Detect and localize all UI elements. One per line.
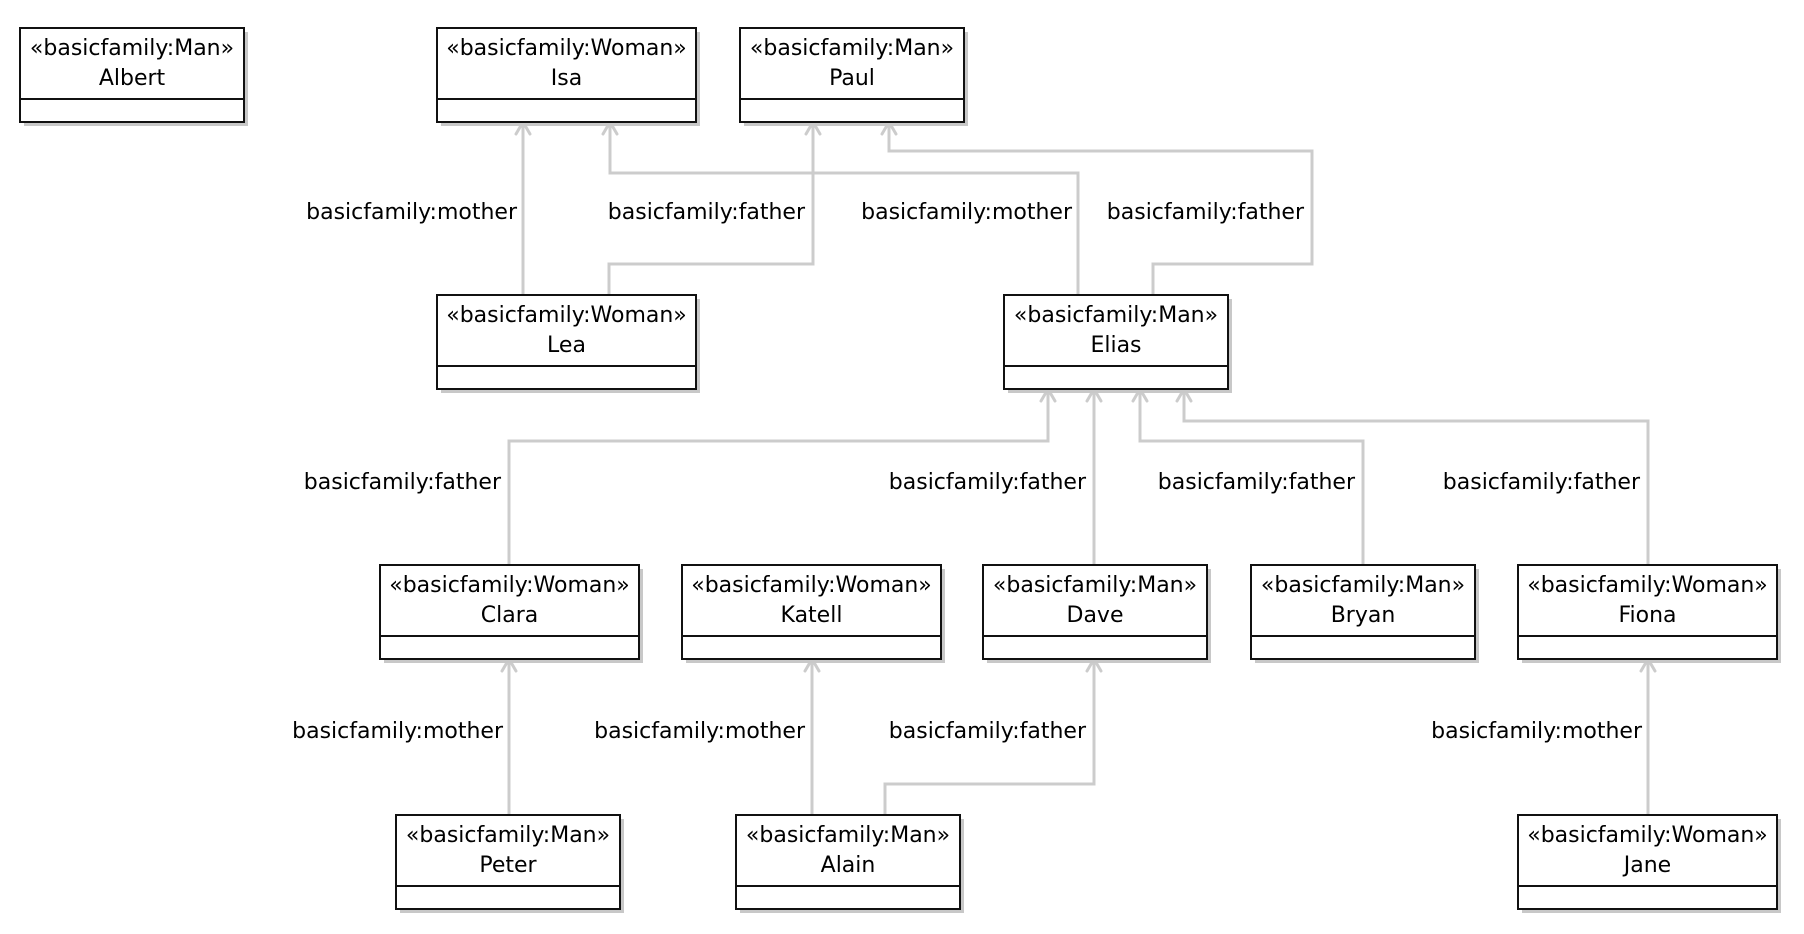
object-stereotype: «basicfamily:Man» [1014,303,1218,328]
relation-lea-to-isa[interactable]: basicfamily:mother [306,120,532,295]
object-name: Dave [1067,603,1124,628]
object-stereotype: «basicfamily:Man» [750,36,954,61]
object-name: Clara [481,603,538,628]
object-box [982,564,1208,660]
object-name: Fiona [1618,603,1676,628]
object-box [1250,564,1476,660]
relation-alain-to-katell[interactable]: basicfamily:mother [594,657,821,815]
object-stereotype: «basicfamily:Woman» [1527,823,1768,848]
relations-layer: basicfamily:mother basicfamily:father basi… [292,120,1657,815]
object-box [681,564,942,660]
relation-line[interactable] [883,659,1096,815]
relation-label: basicfamily:mother [292,719,504,744]
object-box [379,564,640,660]
relation-label: basicfamily:father [608,200,806,225]
object-name: Albert [99,66,166,91]
relation-alain-to-dave[interactable]: basicfamily:father [883,657,1103,815]
object-box [436,27,697,123]
object-name: Jane [1622,853,1671,878]
relation-label: basicfamily:mother [1431,719,1643,744]
object-node-clara[interactable]: «basicfamily:Woman» Clara [379,564,643,663]
relation-line[interactable] [608,122,1080,295]
object-stereotype: «basicfamily:Man» [1261,573,1465,598]
object-box [1517,814,1778,910]
relation-line[interactable] [507,389,1050,565]
object-stereotype: «basicfamily:Woman» [1527,573,1768,598]
relation-label: basicfamily:father [889,719,1087,744]
relation-clara-to-elias[interactable]: basicfamily:father [304,387,1057,565]
relation-bryan-to-elias[interactable]: basicfamily:father [1131,387,1365,565]
relation-jane-to-fiona[interactable]: basicfamily:mother [1431,657,1657,815]
object-node-dave[interactable]: «basicfamily:Man» Dave [982,564,1211,663]
object-node-alain[interactable]: «basicfamily:Man» Alain [735,814,964,913]
object-box [1517,564,1778,660]
object-node-elias[interactable]: «basicfamily:Man» Elias [1003,294,1232,393]
relation-label: basicfamily:father [889,470,1087,495]
object-node-lea[interactable]: «basicfamily:Woman» Lea [436,294,700,393]
relation-label: basicfamily:mother [594,719,806,744]
object-name: Isa [551,66,582,91]
object-box [436,294,697,390]
object-box [735,814,961,910]
object-node-fiona[interactable]: «basicfamily:Woman» Fiona [1517,564,1781,663]
relation-lea-to-paul[interactable]: basicfamily:father [607,120,822,295]
relation-line[interactable] [1138,389,1365,565]
object-node-isa[interactable]: «basicfamily:Woman» Isa [436,27,700,126]
object-name: Lea [547,333,586,358]
object-name: Bryan [1331,603,1396,628]
object-node-albert[interactable]: «basicfamily:Man» Albert [19,27,248,126]
object-stereotype: «basicfamily:Man» [746,823,950,848]
object-box [739,27,965,123]
object-stereotype: «basicfamily:Woman» [389,573,630,598]
relation-label: basicfamily:father [1443,470,1641,495]
object-node-peter[interactable]: «basicfamily:Man» Peter [395,814,624,913]
relation-label: basicfamily:father [1107,200,1305,225]
object-node-bryan[interactable]: «basicfamily:Man» Bryan [1250,564,1479,663]
object-stereotype: «basicfamily:Woman» [446,303,687,328]
object-node-katell[interactable]: «basicfamily:Woman» Katell [681,564,945,663]
object-name: Paul [829,66,875,91]
object-node-paul[interactable]: «basicfamily:Man» Paul [739,27,968,126]
object-stereotype: «basicfamily:Man» [993,573,1197,598]
relation-line[interactable] [607,122,815,295]
object-node-jane[interactable]: «basicfamily:Woman» Jane [1517,814,1781,913]
object-stereotype: «basicfamily:Woman» [691,573,932,598]
object-box [395,814,621,910]
object-name: Peter [479,853,537,878]
relation-label: basicfamily:father [1158,470,1356,495]
object-stereotype: «basicfamily:Man» [406,823,610,848]
objects-layer: «basicfamily:Man» Albert «basicfamily:Woma… [19,27,1781,913]
relation-line[interactable] [1182,389,1650,565]
object-stereotype: «basicfamily:Woman» [446,36,687,61]
relation-elias-to-isa[interactable]: basicfamily:mother [601,120,1080,295]
object-box [1003,294,1229,390]
relation-line[interactable] [887,122,1314,295]
object-name: Alain [821,853,876,878]
object-stereotype: «basicfamily:Man» [30,36,234,61]
relation-elias-to-paul[interactable]: basicfamily:father [880,120,1314,295]
relation-label: basicfamily:mother [306,200,518,225]
relation-peter-to-clara[interactable]: basicfamily:mother [292,657,518,815]
relation-dave-to-elias[interactable]: basicfamily:father [889,387,1103,565]
object-box [19,27,245,123]
object-name: Elias [1090,333,1141,358]
object-name: Katell [781,603,843,628]
relation-label: basicfamily:mother [861,200,1073,225]
relation-label: basicfamily:father [304,470,502,495]
